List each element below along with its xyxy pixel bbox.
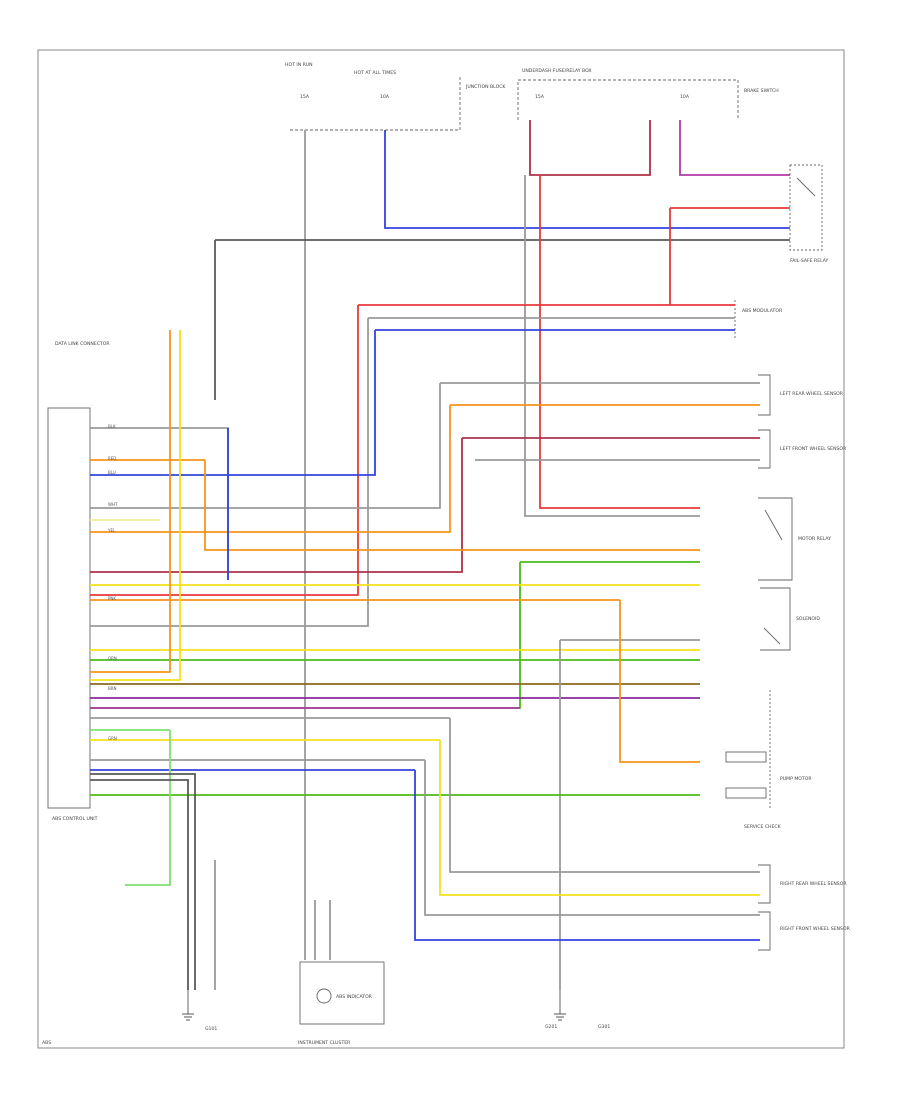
wire-label-red: RED xyxy=(108,456,116,461)
wire-gray-31 xyxy=(90,717,760,873)
ground-g301: G301 xyxy=(598,1024,610,1030)
underdash-fuse-label: UNDERDASH FUSE/RELAY BOX xyxy=(522,68,592,74)
wire-darkred-4 xyxy=(529,120,651,176)
wire-gray-41 xyxy=(314,900,331,960)
wire-blue-12 xyxy=(90,329,735,476)
wire-gray-13 xyxy=(90,382,760,509)
wire-label-blk: BLK xyxy=(108,424,116,429)
wire-label-brn: BRN xyxy=(108,686,117,691)
ground-a-label: G101 xyxy=(205,1026,217,1032)
pump-motor: PUMP MOTOR SERVICE CHECK xyxy=(725,690,812,830)
underdash-fuse-box: UNDERDASH FUSE/RELAY BOX 15A 10A BRAKE S… xyxy=(517,68,779,120)
abs-control-unit: ABS CONTROL UNIT xyxy=(47,407,98,822)
wire-yellow-32 xyxy=(90,739,760,896)
abs-modulator: ABS MODULATOR xyxy=(734,300,783,340)
wire-label-blu: BLU xyxy=(108,470,116,475)
motor-relay: MOTOR RELAY xyxy=(758,497,831,581)
wire-orange-17 xyxy=(90,459,700,551)
left-front-sensor: LEFT FRONT WHEEL SENSOR xyxy=(758,429,847,469)
ground-g201: G201 xyxy=(545,990,566,1030)
left-front-sensor-label: LEFT FRONT WHEEL SENSOR xyxy=(780,446,847,452)
fuse-b-label: 10A xyxy=(380,94,390,100)
ground-b-label: G201 xyxy=(545,1024,557,1030)
fail-safe-relay-label: FAIL-SAFE RELAY xyxy=(790,258,829,264)
wire-label-grn: GRN xyxy=(108,736,117,741)
wire-darkred-15 xyxy=(90,437,760,573)
wire-label-org: ORN xyxy=(108,656,117,661)
instrument-cluster: ABS INDICATOR INSTRUMENT CLUSTER xyxy=(298,961,385,1046)
wire-yellow-36 xyxy=(90,330,181,681)
right-rear-sensor: RIGHT REAR WHEEL SENSOR xyxy=(758,864,847,904)
abs-modulator-label: ABS MODULATOR xyxy=(742,308,783,314)
ground-c-label: G301 xyxy=(598,1024,610,1030)
wire-blue-34 xyxy=(90,769,760,941)
fuse-a-label: 15A xyxy=(300,94,310,100)
wire-gray-9 xyxy=(524,175,700,517)
right-rear-sensor-label: RIGHT REAR WHEEL SENSOR xyxy=(780,881,847,887)
pump-motor-label: PUMP MOTOR xyxy=(780,776,812,782)
brake-switch-note: BRAKE SWITCH xyxy=(744,88,779,94)
motor-relay-label: MOTOR RELAY xyxy=(798,536,831,542)
abs-control-unit-label: ABS CONTROL UNIT xyxy=(52,816,98,822)
page-ref-label: ABS xyxy=(42,1040,51,1046)
right-front-sensor: RIGHT FRONT WHEEL SENSOR xyxy=(758,911,851,951)
wire-red-10 xyxy=(90,304,735,596)
hot-all-times-label: HOT AT ALL TIMES xyxy=(354,70,396,76)
fail-safe-relay: FAIL-SAFE RELAY xyxy=(789,164,829,264)
abs-indicator-label: ABS INDICATOR xyxy=(336,994,373,1000)
data-link-connector: DATA LINK CONNECTOR xyxy=(55,341,110,347)
wire-lightgreen-37 xyxy=(90,729,171,886)
wires xyxy=(90,120,790,990)
left-rear-sensor-label: LEFT REAR WHEEL SENSOR xyxy=(780,391,844,397)
solenoid: SOLENOID xyxy=(760,587,820,651)
wire-blue-1 xyxy=(384,130,790,229)
fuse-d-label: 10A xyxy=(680,94,690,100)
wire-labels: BLK RED BLU WHT YEL PNK ORN BRN GRN xyxy=(107,424,118,741)
wire-gray-28 xyxy=(559,639,700,990)
hot-run-label: HOT IN RUN xyxy=(285,62,313,68)
fuse-c-label: 15A xyxy=(535,94,545,100)
wire-dark-39 xyxy=(90,773,196,990)
wire-label-wht: WHT xyxy=(108,502,118,507)
diagram-frame xyxy=(37,49,845,1049)
right-front-sensor-label: RIGHT FRONT WHEEL SENSOR xyxy=(780,926,851,932)
wire-gray-33 xyxy=(90,759,760,916)
wire-dark-38 xyxy=(90,779,189,990)
left-rear-sensor: LEFT REAR WHEEL SENSOR xyxy=(758,374,844,416)
wire-label-pnk: PNK xyxy=(108,596,116,601)
junction-block-label: JUNCTION BLOCK xyxy=(465,84,506,90)
wire-green-18 xyxy=(90,561,700,709)
wire-orange-35 xyxy=(90,330,171,673)
solenoid-label: SOLENOID xyxy=(796,616,820,622)
junction-block: HOT IN RUN HOT AT ALL TIMES 15A 10A JUNC… xyxy=(285,62,506,131)
wire-orange-29 xyxy=(90,599,700,763)
service-check-label: SERVICE CHECK xyxy=(744,824,782,830)
ground-g101: G101 xyxy=(182,990,217,1032)
wire-red-8 xyxy=(539,175,700,509)
wire-orange-14 xyxy=(90,404,760,533)
wire-purple-5 xyxy=(679,120,790,176)
data-link-label: DATA LINK CONNECTOR xyxy=(55,341,110,347)
wire-label-yel: YEL xyxy=(107,528,116,533)
wire-gray-11 xyxy=(90,317,735,627)
instrument-cluster-label: INSTRUMENT CLUSTER xyxy=(298,1040,351,1046)
